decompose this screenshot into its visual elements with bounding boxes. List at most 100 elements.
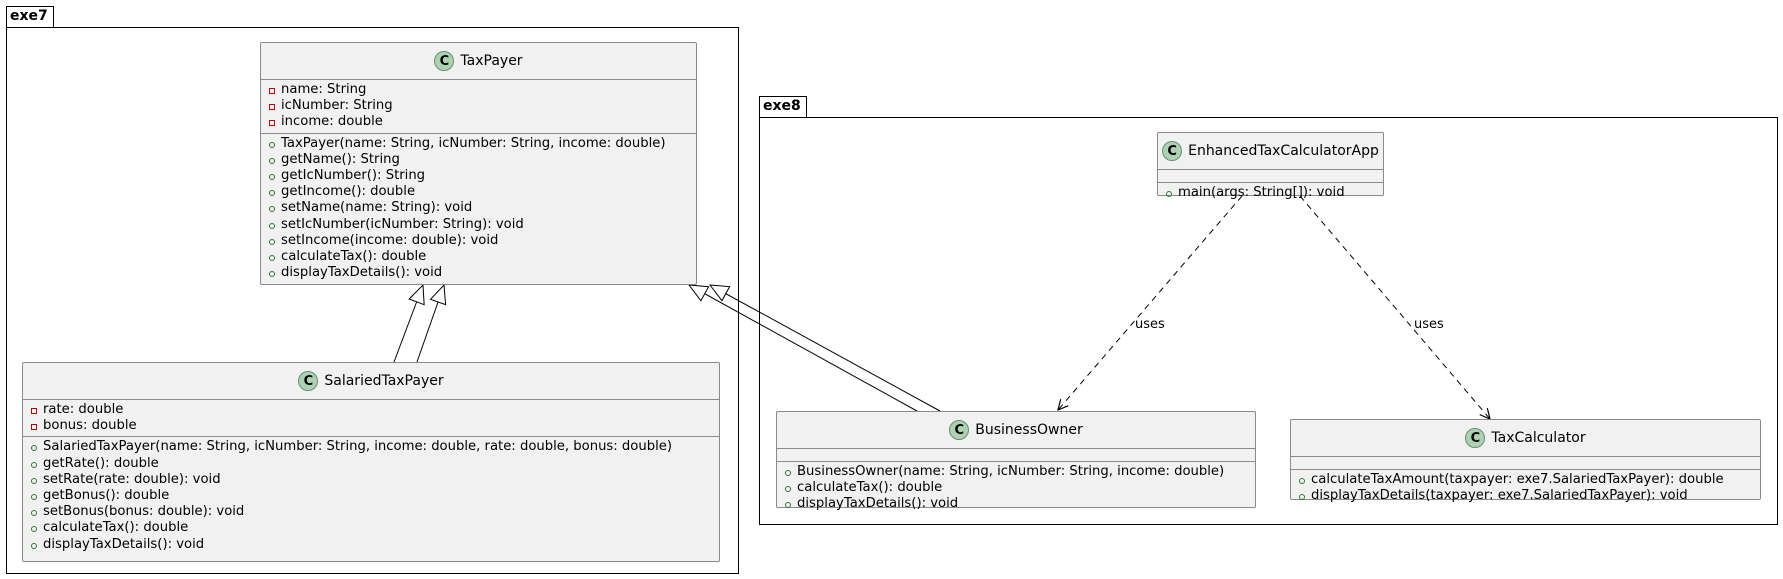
- package-exe7-tab: exe7: [6, 6, 54, 28]
- class-c-icon: C: [1465, 428, 1486, 448]
- field-text: income: double: [281, 114, 383, 130]
- public-visibility-icon: [267, 217, 277, 233]
- fields-section: [1158, 170, 1383, 183]
- method-text: getRate(): double: [43, 455, 159, 471]
- public-visibility-icon: [267, 200, 277, 216]
- method-text: calculateTaxAmount(taxpayer: exe7.Salari…: [1311, 472, 1724, 487]
- private-visibility-icon: [267, 82, 277, 98]
- method-text: setRate(rate: double): void: [43, 471, 221, 487]
- method-row: setRate(rate: double): void: [29, 472, 719, 488]
- method-text: SalariedTaxPayer(name: String, icNumber:…: [43, 439, 673, 455]
- method-row: getName(): String: [267, 152, 696, 168]
- method-row: TaxPayer(name: String, icNumber: String,…: [267, 136, 696, 152]
- method-row: getIncome(): double: [267, 184, 696, 200]
- method-text: setIncome(income: double): void: [281, 232, 499, 248]
- public-visibility-icon: [29, 488, 39, 504]
- class-name: TaxPayer: [460, 53, 523, 69]
- public-visibility-icon: [29, 504, 39, 520]
- method-row: displayTaxDetails(): void: [267, 265, 696, 281]
- method-row: displayTaxDetails(): void: [29, 537, 719, 553]
- public-visibility-icon: [267, 168, 277, 184]
- field-row: income: double: [267, 114, 696, 130]
- inheritance-business-taxpayer-2: [710, 285, 941, 412]
- method-row: getIcNumber(): String: [267, 168, 696, 184]
- method-text: displayTaxDetails(): void: [43, 536, 205, 552]
- public-visibility-icon: [267, 184, 277, 200]
- package-exe8-tab: exe8: [759, 96, 807, 118]
- class-c-icon: C: [949, 420, 970, 440]
- method-row: setBonus(bonus: double): void: [29, 504, 719, 520]
- method-text: setName(name: String): void: [281, 200, 473, 216]
- public-visibility-icon: [783, 480, 793, 496]
- public-visibility-icon: [29, 472, 39, 488]
- methods-section: TaxPayer(name: String, icNumber: String,…: [261, 134, 696, 284]
- public-visibility-icon: [29, 520, 39, 536]
- class-name: BusinessOwner: [975, 422, 1083, 438]
- public-visibility-icon: [267, 152, 277, 168]
- method-row: calculateTax(): double: [267, 249, 696, 265]
- method-text: getBonus(): double: [43, 488, 170, 504]
- field-text: name: String: [281, 82, 367, 97]
- method-row: setName(name: String): void: [267, 200, 696, 216]
- class-c-icon: C: [298, 371, 319, 391]
- class-name: EnhancedTaxCalculatorApp: [1188, 143, 1379, 159]
- method-text: getName(): String: [281, 151, 400, 167]
- method-text: BusinessOwner(name: String, icNumber: St…: [797, 464, 1225, 479]
- public-visibility-icon: [1297, 488, 1307, 504]
- uses-label-calculator: uses: [1414, 317, 1444, 332]
- field-row: rate: double: [29, 402, 719, 418]
- class-tax-calculator[interactable]: C TaxCalculator calculateTaxAmount(taxpaye…: [1290, 419, 1761, 503]
- public-visibility-icon: [783, 496, 793, 512]
- methods-section: calculateTaxAmount(taxpayer: exe7.Salari…: [1291, 470, 1760, 506]
- method-text: main(args: String[]): void: [1178, 185, 1345, 200]
- field-text: icNumber: String: [281, 98, 393, 114]
- public-visibility-icon: [267, 249, 277, 265]
- method-text: calculateTax(): double: [797, 480, 943, 496]
- method-row: setIncome(income: double): void: [267, 233, 696, 249]
- private-visibility-icon: [29, 418, 39, 434]
- field-text: rate: double: [43, 402, 124, 417]
- class-name: TaxCalculator: [1491, 430, 1586, 446]
- class-c-icon: C: [1162, 141, 1183, 161]
- method-text: displayTaxDetails(taxpayer: exe7.Salarie…: [1311, 488, 1688, 504]
- method-row: calculateTax(): double: [29, 520, 719, 536]
- class-name: SalariedTaxPayer: [324, 373, 444, 389]
- method-text: getIncome(): double: [281, 184, 416, 200]
- private-visibility-icon: [267, 114, 277, 130]
- fields-section: [777, 449, 1255, 462]
- method-text: getIcNumber(): String: [281, 168, 426, 184]
- method-text: displayTaxDetails(): void: [797, 496, 959, 512]
- fields-section: [1291, 457, 1760, 470]
- class-header: C TaxPayer: [261, 43, 696, 80]
- private-visibility-icon: [267, 98, 277, 114]
- package-exe8: [759, 117, 1778, 525]
- methods-section: BusinessOwner(name: String, icNumber: St…: [777, 462, 1255, 515]
- method-text: TaxPayer(name: String, icNumber: String,…: [281, 135, 666, 151]
- class-enhanced-tax-calculator-app[interactable]: C EnhancedTaxCalculatorApp main(args: Stri…: [1157, 132, 1384, 200]
- class-header: C BusinessOwner: [777, 412, 1255, 449]
- public-visibility-icon: [1297, 472, 1307, 488]
- method-row: getBonus(): double: [29, 488, 719, 504]
- method-row: BusinessOwner(name: String, icNumber: St…: [783, 464, 1255, 480]
- method-text: setIcNumber(icNumber: String): void: [281, 216, 524, 232]
- methods-section: main(args: String[]): void: [1158, 183, 1383, 203]
- private-visibility-icon: [29, 402, 39, 418]
- class-header: C TaxCalculator: [1291, 420, 1760, 457]
- inheritance-salaried-taxpayer-2: [416, 285, 444, 363]
- uses-label-business: uses: [1135, 317, 1165, 332]
- package-exe8-label: exe8: [763, 98, 801, 114]
- package-exe7-label: exe7: [10, 8, 48, 24]
- field-text: bonus: double: [43, 418, 137, 434]
- public-visibility-icon: [29, 456, 39, 472]
- class-c-icon: C: [434, 51, 455, 71]
- public-visibility-icon: [267, 265, 277, 281]
- method-row: displayTaxDetails(taxpayer: exe7.Salarie…: [1297, 488, 1760, 504]
- method-row: calculateTaxAmount(taxpayer: exe7.Salari…: [1297, 472, 1760, 488]
- dependency-uses-business: [1058, 195, 1243, 410]
- method-row: main(args: String[]): void: [1164, 185, 1383, 201]
